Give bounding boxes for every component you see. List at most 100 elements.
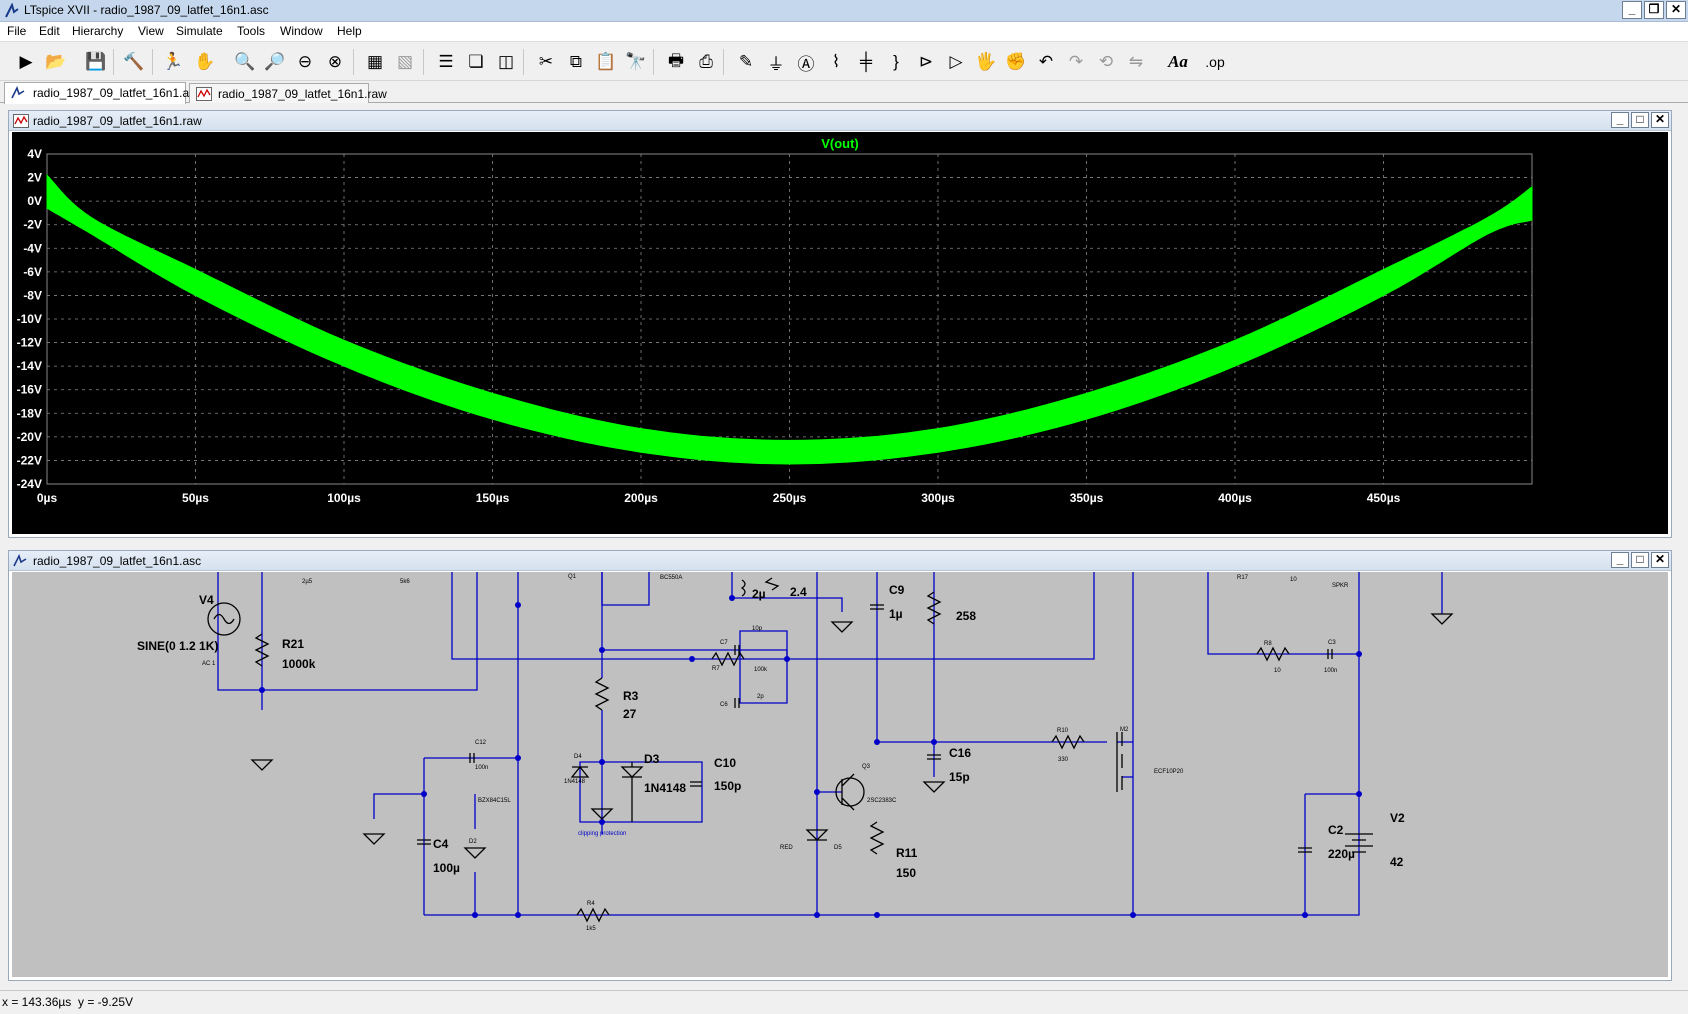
label-v4-value: SINE(0 1.2 1K) (137, 639, 218, 653)
status-bar: x = 143.36µs y = -9.25V (0, 990, 1688, 1014)
label-r10-value: 330 (1058, 757, 1069, 763)
label-r8: R8 (1264, 641, 1272, 647)
pan-hand-icon[interactable]: ✋ (194, 52, 216, 71)
menu-hierarchy[interactable]: Hierarchy (72, 24, 124, 38)
label-r8-value: 10 (1274, 668, 1281, 674)
schematic-canvas[interactable]: V4 SINE(0 1.2 1K) R21 1000k R3 27 D3 1N4… (12, 572, 1668, 977)
save-icon[interactable]: 💾 (85, 52, 107, 71)
plot-minimize-button[interactable]: _ (1611, 112, 1629, 128)
x-tick-label: 450µs (1367, 491, 1401, 505)
sch-close-button[interactable]: ✕ (1651, 552, 1669, 568)
waveform-window: radio_1987_09_latfet_16n1.raw _ □ ✕ V(ou… (8, 110, 1672, 538)
ltspice-app-icon (4, 2, 20, 22)
tab-waveform-label: radio_1987_09_latfet_16n1.raw (218, 87, 387, 101)
resistor-icon[interactable]: ⌇ (831, 52, 841, 71)
move-hand-icon[interactable]: 🖐 (975, 52, 997, 71)
label-d2-part: BZX84C15L (478, 798, 511, 804)
v4-source-symbol (207, 602, 241, 636)
x-tick-label: 50µs (182, 491, 209, 505)
plot-close-button[interactable]: ✕ (1651, 112, 1669, 128)
mirror-icon[interactable]: ⇋ (1128, 52, 1144, 71)
zoom-cancel-icon[interactable]: ⊗ (327, 52, 343, 71)
cut-icon[interactable]: ✂ (538, 52, 554, 71)
diode-icon[interactable]: ⊳ (918, 52, 934, 71)
menu-window[interactable]: Window (280, 24, 323, 38)
close-button[interactable]: ✕ (1666, 1, 1686, 19)
capacitor-icon[interactable]: ╪ (859, 52, 873, 71)
zoom-fit-icon[interactable]: ▧ (396, 52, 414, 71)
toolbar: ▶ 📂 💾 🔨 🏃 ✋ 🔍 🔎 ⊖ ⊗ ▦ ▧ ☰ ❏ ◫ ✂ ⧉ 📋 🔭 🖶 … (0, 43, 1688, 81)
tab-schematic[interactable]: radio_1987_09_latfet_16n1.asc (4, 82, 201, 104)
menu-view[interactable]: View (138, 24, 164, 38)
menu-simulate[interactable]: Simulate (176, 24, 223, 38)
open-folder-icon[interactable]: 📂 (45, 52, 67, 71)
menu-help[interactable]: Help (337, 24, 362, 38)
component-icon[interactable]: ▷ (949, 52, 963, 71)
paste-icon[interactable]: 📋 (595, 52, 617, 71)
rotate-icon[interactable]: ⟲ (1098, 52, 1114, 71)
find-binoculars-icon[interactable]: 🔭 (625, 52, 647, 71)
series-vout-envelope (46, 173, 1533, 465)
waveform-window-title: radio_1987_09_latfet_16n1.raw (33, 114, 202, 128)
zoom-out-icon[interactable]: ⊖ (297, 52, 313, 71)
label-c9-value: 1µ (889, 607, 903, 621)
plot-maximize-button[interactable]: □ (1631, 112, 1649, 128)
zoom-area-icon[interactable]: 🔎 (264, 52, 286, 71)
cascade-icon[interactable]: ❏ (468, 52, 484, 71)
copy-icon[interactable]: ⧉ (569, 52, 583, 71)
label-v4: V4 (199, 593, 214, 607)
label-c16: C16 (949, 746, 971, 760)
ground-icon[interactable]: ⏚ (767, 54, 785, 74)
run-icon[interactable]: ▶ (19, 52, 33, 71)
print-icon[interactable]: 🖶 (667, 50, 685, 70)
chart-title: V(out) (821, 136, 859, 151)
zoom-in-icon[interactable]: 🔍 (234, 52, 256, 71)
label-r17-value: 10 (1290, 577, 1297, 583)
restore-button[interactable]: ❐ (1644, 1, 1664, 19)
waveform-chart[interactable]: V(out) 4V2V0V-2V-4V-6V-8V-10V-12V-14V-16… (12, 132, 1668, 536)
x-tick-label: 150µs (476, 491, 510, 505)
drag-hand-icon[interactable]: ✊ (1005, 52, 1027, 71)
draw-wire-icon[interactable]: ✎ (738, 52, 754, 71)
text-icon[interactable]: Aa (1168, 52, 1188, 71)
y-tick-label: 2V (27, 171, 42, 185)
label-c7: C7 (720, 640, 728, 646)
label-q3: Q3 (862, 764, 871, 770)
inductor-icon[interactable]: } (893, 52, 899, 71)
control-panel-icon[interactable]: 🔨 (123, 52, 145, 71)
x-tick-label: 400µs (1218, 491, 1252, 505)
sch-minimize-button[interactable]: _ (1611, 552, 1629, 568)
tab-waveform[interactable]: radio_1987_09_latfet_16n1.raw (189, 83, 387, 103)
label-d3-value: 1N4148 (644, 781, 686, 795)
label-net-icon[interactable]: Ⓐ (797, 54, 815, 74)
print-setup-icon[interactable]: ⎙ (699, 52, 713, 71)
label-l2-value: 2µ (752, 587, 766, 601)
minimize-button[interactable]: _ (1622, 1, 1642, 19)
y-tick-label: -18V (17, 406, 42, 420)
label-r258: 258 (956, 609, 976, 623)
y-tick-label: -24V (17, 477, 42, 491)
y-tick-label: -4V (23, 241, 42, 255)
label-spkr: SPKR (1332, 583, 1349, 589)
menu-file[interactable]: File (7, 24, 27, 38)
x-tick-label: 350µs (1070, 491, 1104, 505)
menu-edit[interactable]: Edit (39, 24, 60, 38)
schematic-drawing[interactable]: V4 SINE(0 1.2 1K) R21 1000k R3 27 D3 1N4… (12, 572, 1668, 977)
label-led: RED (780, 845, 793, 851)
redo-icon[interactable]: ↷ (1068, 52, 1084, 71)
label-c3-value: 100n (1324, 668, 1337, 674)
tile-vertical-icon[interactable]: ◫ (497, 52, 515, 71)
sch-maximize-button[interactable]: □ (1631, 552, 1649, 568)
label-r3: R3 (623, 689, 639, 703)
undo-icon[interactable]: ↶ (1038, 52, 1054, 71)
menu-tools[interactable]: Tools (237, 24, 266, 38)
waveform-window-icon (13, 114, 29, 131)
document-tabs: radio_1987_09_latfet_16n1.asc radio_1987… (0, 81, 1688, 104)
run-simulation-icon[interactable]: 🏃 (162, 52, 184, 71)
label-c12: C12 (475, 740, 487, 746)
spice-directive-icon[interactable]: .op (1205, 54, 1225, 70)
label-d4-value: 1N4148 (564, 779, 586, 785)
autorange-icon[interactable]: ▦ (366, 52, 384, 71)
tile-horizontal-icon[interactable]: ☰ (438, 52, 454, 71)
